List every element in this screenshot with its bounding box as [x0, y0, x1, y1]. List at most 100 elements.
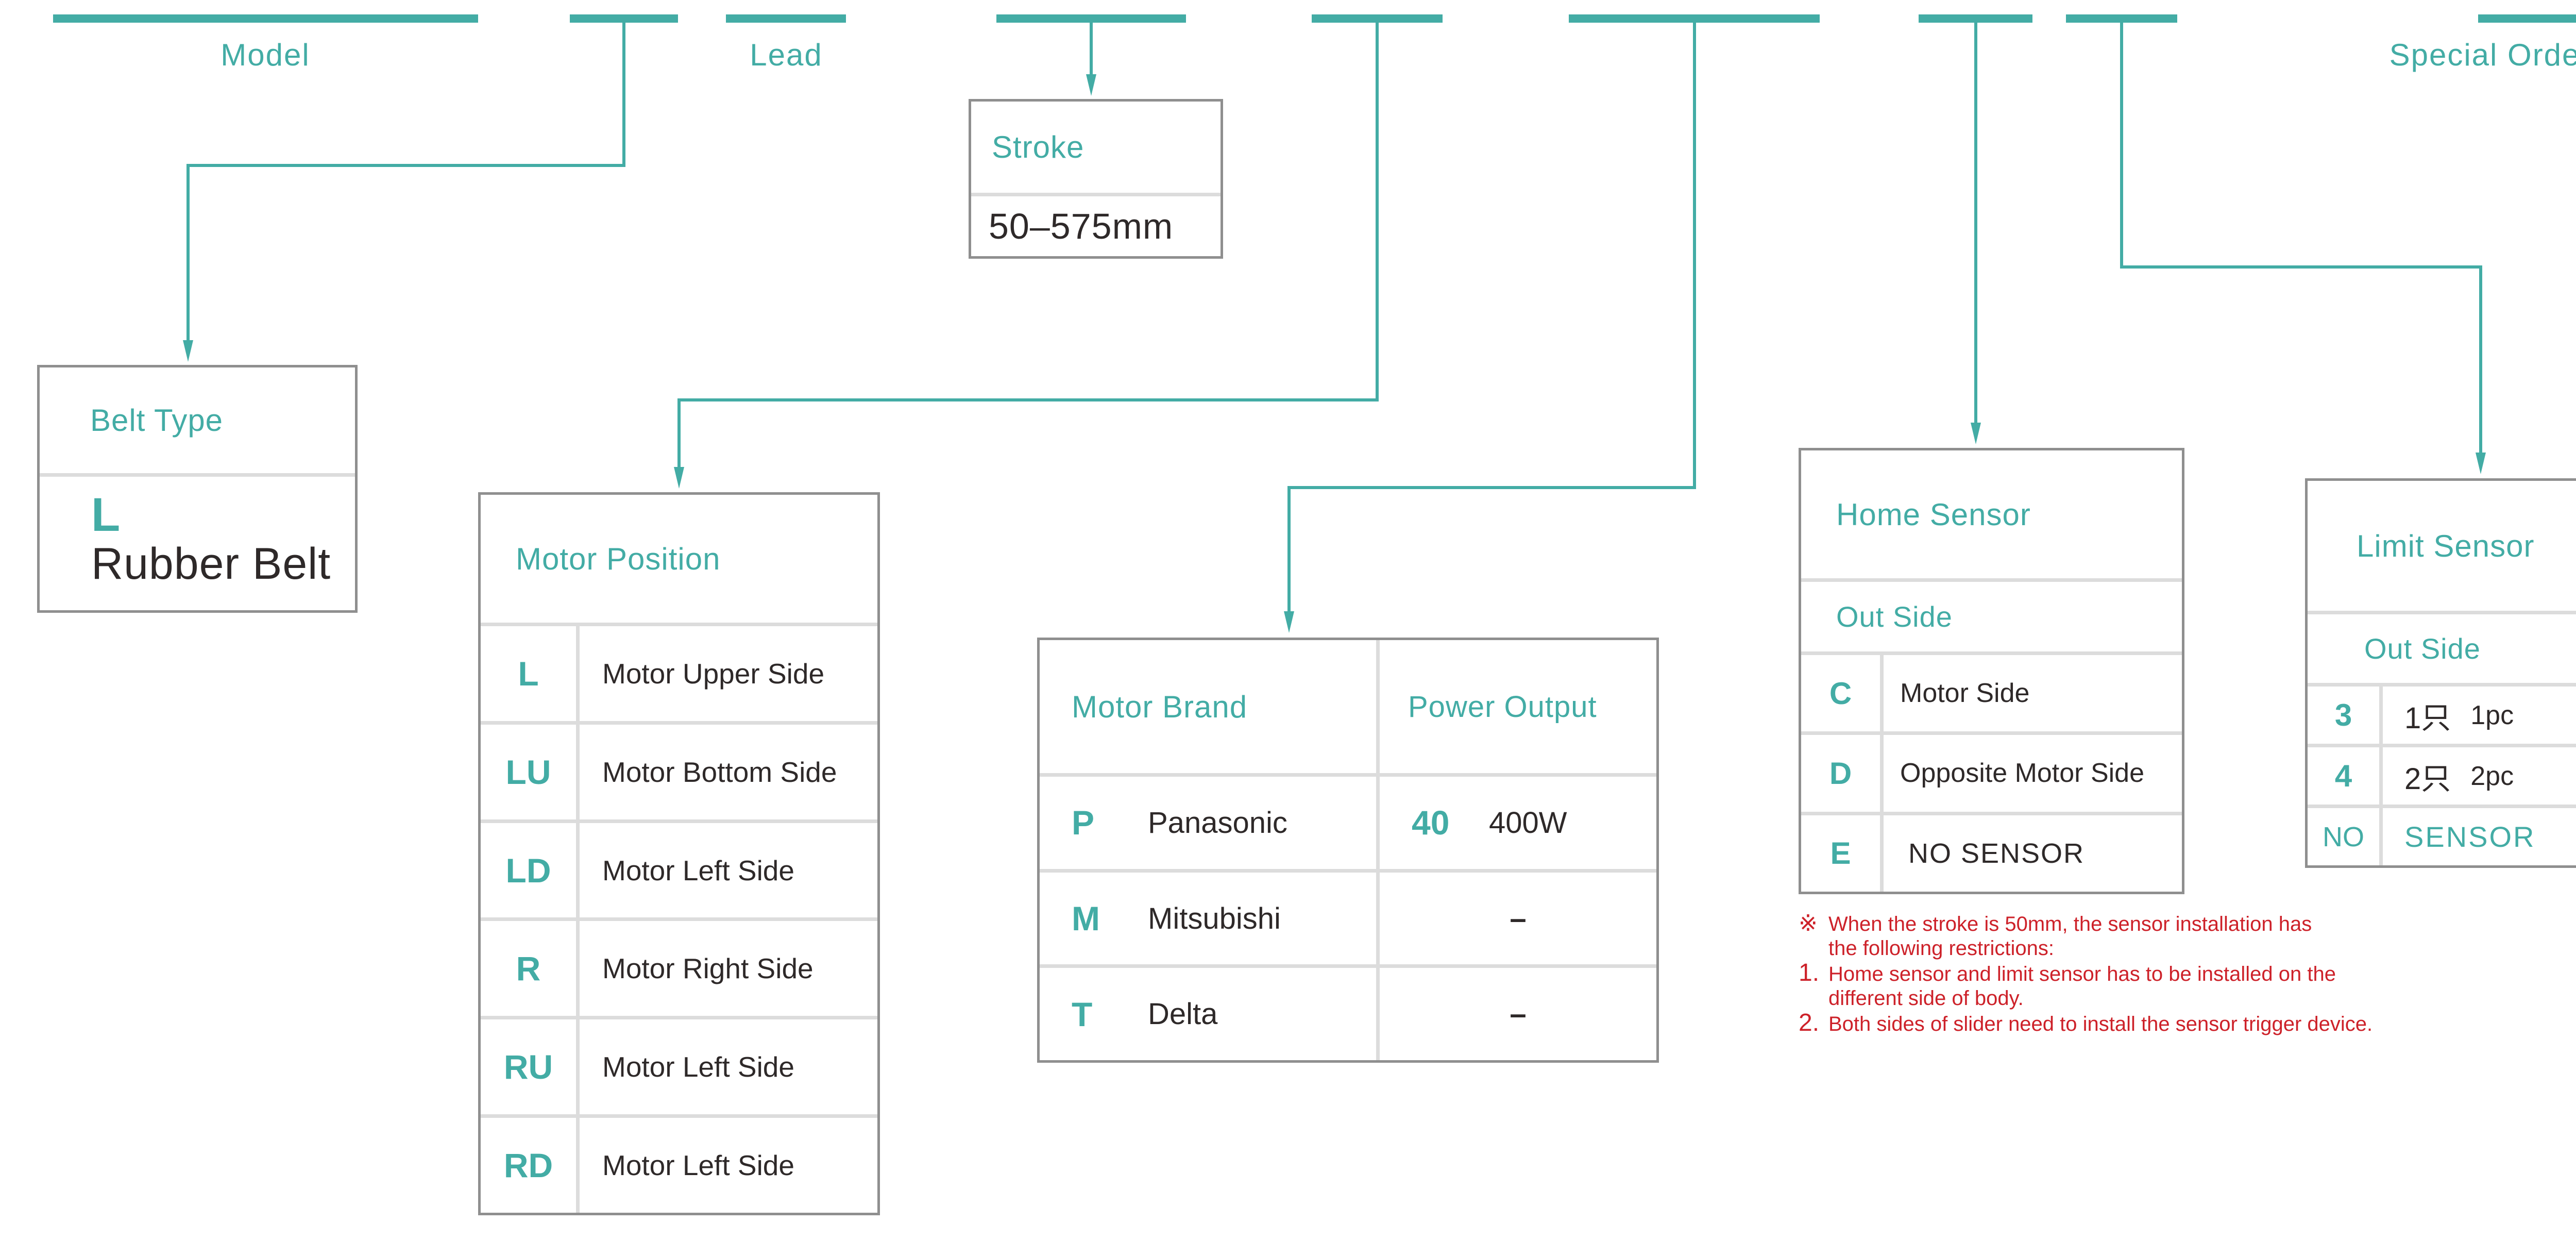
motor-position-code: RU [481, 1019, 580, 1115]
table-row: E NO SENSOR [1801, 811, 2182, 892]
limit-sensor-subtitle: Out Side [2364, 632, 2481, 665]
limit-sensor-qty-en: 2pc [2470, 761, 2514, 791]
note-marker: ※ [1799, 911, 1818, 936]
belt-type-code: L [91, 489, 121, 541]
connector-mpos-v2 [677, 398, 681, 469]
note-item1-line2: different side of body. [1828, 987, 2024, 1010]
connector-mbrand-v1 [1693, 21, 1696, 489]
power-output-header: Power Output [1408, 690, 1597, 724]
motor-position-title: Motor Position [516, 541, 721, 576]
motor-position-description: Motor Bottom Side [602, 756, 837, 788]
motor-position-code: LD [481, 823, 580, 918]
home-sensor-description: Motor Side [1900, 678, 2030, 709]
connector-hsensor-v [1974, 21, 1977, 425]
connector-lsensor-h [2120, 265, 2482, 269]
motor-brand-name: Delta [1148, 997, 1218, 1031]
limit-sensor-qty-cn: 2只 [2404, 762, 2451, 796]
motor-brand-table: Motor Brand Power Output P Panasonic 40 … [1037, 638, 1659, 1063]
home-sensor-title: Home Sensor [1836, 497, 2031, 532]
note-item1-number: 1. [1799, 959, 1820, 986]
limit-sensor-qty-en: 1pc [2470, 700, 2514, 730]
motor-position-code: R [481, 921, 580, 1016]
motor-position-table: Motor Position L Motor Upper Side LU Mot… [478, 492, 880, 1215]
note-item2-line1: Both sides of slider need to install the… [1828, 1013, 2373, 1035]
table-row: L Motor Upper Side [481, 623, 877, 721]
motor-brand-code: M [1072, 899, 1100, 937]
connector-belt-v1 [622, 21, 625, 167]
table-row: P Panasonic 40 400W [1040, 773, 1656, 869]
table-row: C Motor Side [1801, 651, 2182, 732]
motor-position-description: Motor Upper Side [602, 657, 825, 690]
arrow-to-motor-brand-icon [1284, 611, 1294, 633]
power-output-value: – [1510, 997, 1527, 1031]
limit-sensor-code: 4 [2308, 747, 2383, 805]
connector-stroke-v [1090, 21, 1093, 76]
motor-position-code: L [481, 626, 580, 721]
limit-sensor-code: NO [2308, 808, 2383, 865]
home-sensor-description: NO SENSOR [1908, 838, 2085, 869]
table-row: 3 1只 1pc [2308, 683, 2576, 744]
table-row: M Mitsubishi – [1040, 868, 1656, 965]
note-item1-line1: Home sensor and limit sensor has to be i… [1828, 963, 2336, 985]
home-sensor-description: Opposite Motor Side [1900, 758, 2145, 789]
code-segment-bar-model [53, 14, 478, 23]
stroke-range-value: 50–575mm [989, 206, 1174, 246]
code-segment-bar-home-sensor [1919, 14, 2032, 23]
table-row: D Opposite Motor Side [1801, 731, 2182, 812]
code-segment-bar-lead [726, 14, 846, 23]
belt-type-box: Belt Type L Rubber Belt [37, 365, 358, 613]
limit-sensor-qty-cn: 1只 [2404, 701, 2451, 735]
motor-position-description: Motor Left Side [602, 854, 794, 886]
motor-brand-code: T [1072, 995, 1093, 1033]
stroke-title: Stroke [992, 130, 1084, 164]
table-row: 4 2只 2pc [2308, 744, 2576, 805]
power-output-value: – [1510, 901, 1527, 935]
code-segment-bar-belt [570, 14, 678, 23]
arrow-to-motor-position-icon [674, 467, 684, 489]
code-segment-bar-stroke [996, 14, 1186, 23]
limit-sensor-no-sensor-label: SENSOR [2404, 821, 2536, 853]
table-row: LU Motor Bottom Side [481, 721, 877, 819]
home-sensor-subtitle: Out Side [1836, 600, 1953, 633]
code-segment-bar-limit-sensor [2066, 14, 2177, 23]
limit-sensor-box: Limit Sensor Out Side 3 1只 1pc 4 2只 2pc … [2305, 478, 2576, 868]
motor-position-description: Motor Left Side [602, 1051, 794, 1083]
connector-mpos-h [677, 398, 1379, 401]
model-label: Model [221, 38, 310, 72]
power-output-value: 400W [1489, 806, 1567, 840]
lead-label: Lead [750, 38, 823, 72]
connector-mbrand-h [1287, 486, 1696, 489]
home-sensor-code: E [1801, 815, 1884, 892]
table-row: NO SENSOR [2308, 805, 2576, 865]
arrow-to-limit-sensor-icon [2476, 453, 2486, 474]
connector-lsensor-v1 [2120, 21, 2123, 269]
connector-belt-v2 [187, 164, 190, 342]
arrow-to-home-sensor-icon [1971, 423, 1981, 444]
code-segment-bar-motor-brand [1569, 14, 1820, 23]
sensor-restriction-note: ※ When the stroke is 50mm, the sensor in… [1799, 911, 2372, 1036]
connector-mbrand-v2 [1287, 486, 1291, 613]
arrow-to-stroke-icon [1086, 74, 1096, 96]
stroke-box: Stroke 50–575mm [969, 99, 1223, 259]
code-segment-bar-special-order [2478, 14, 2576, 23]
motor-position-code: LU [481, 724, 580, 819]
motor-brand-code: P [1072, 803, 1095, 842]
table-row: T Delta – [1040, 964, 1656, 1061]
note-intro-line2: the following restrictions: [1828, 937, 2054, 960]
arrow-to-belt-type-icon [183, 340, 193, 362]
note-intro-line1: When the stroke is 50mm, the sensor inst… [1828, 913, 2312, 935]
connector-belt-h [187, 164, 625, 167]
code-segment-bar-motor-position [1312, 14, 1443, 23]
home-sensor-code: D [1801, 735, 1884, 812]
table-row: LD Motor Left Side [481, 819, 877, 918]
motor-position-description: Motor Left Side [602, 1149, 794, 1182]
table-row: RD Motor Left Side [481, 1114, 877, 1213]
home-sensor-code: C [1801, 655, 1884, 732]
table-row: R Motor Right Side [481, 917, 877, 1016]
connector-mpos-v1 [1376, 21, 1379, 401]
motor-brand-name: Panasonic [1148, 806, 1287, 840]
special-order-label: Special Order No. [2389, 38, 2576, 72]
belt-type-description: Rubber Belt [91, 539, 331, 589]
motor-brand-header: Motor Brand [1072, 689, 1248, 724]
